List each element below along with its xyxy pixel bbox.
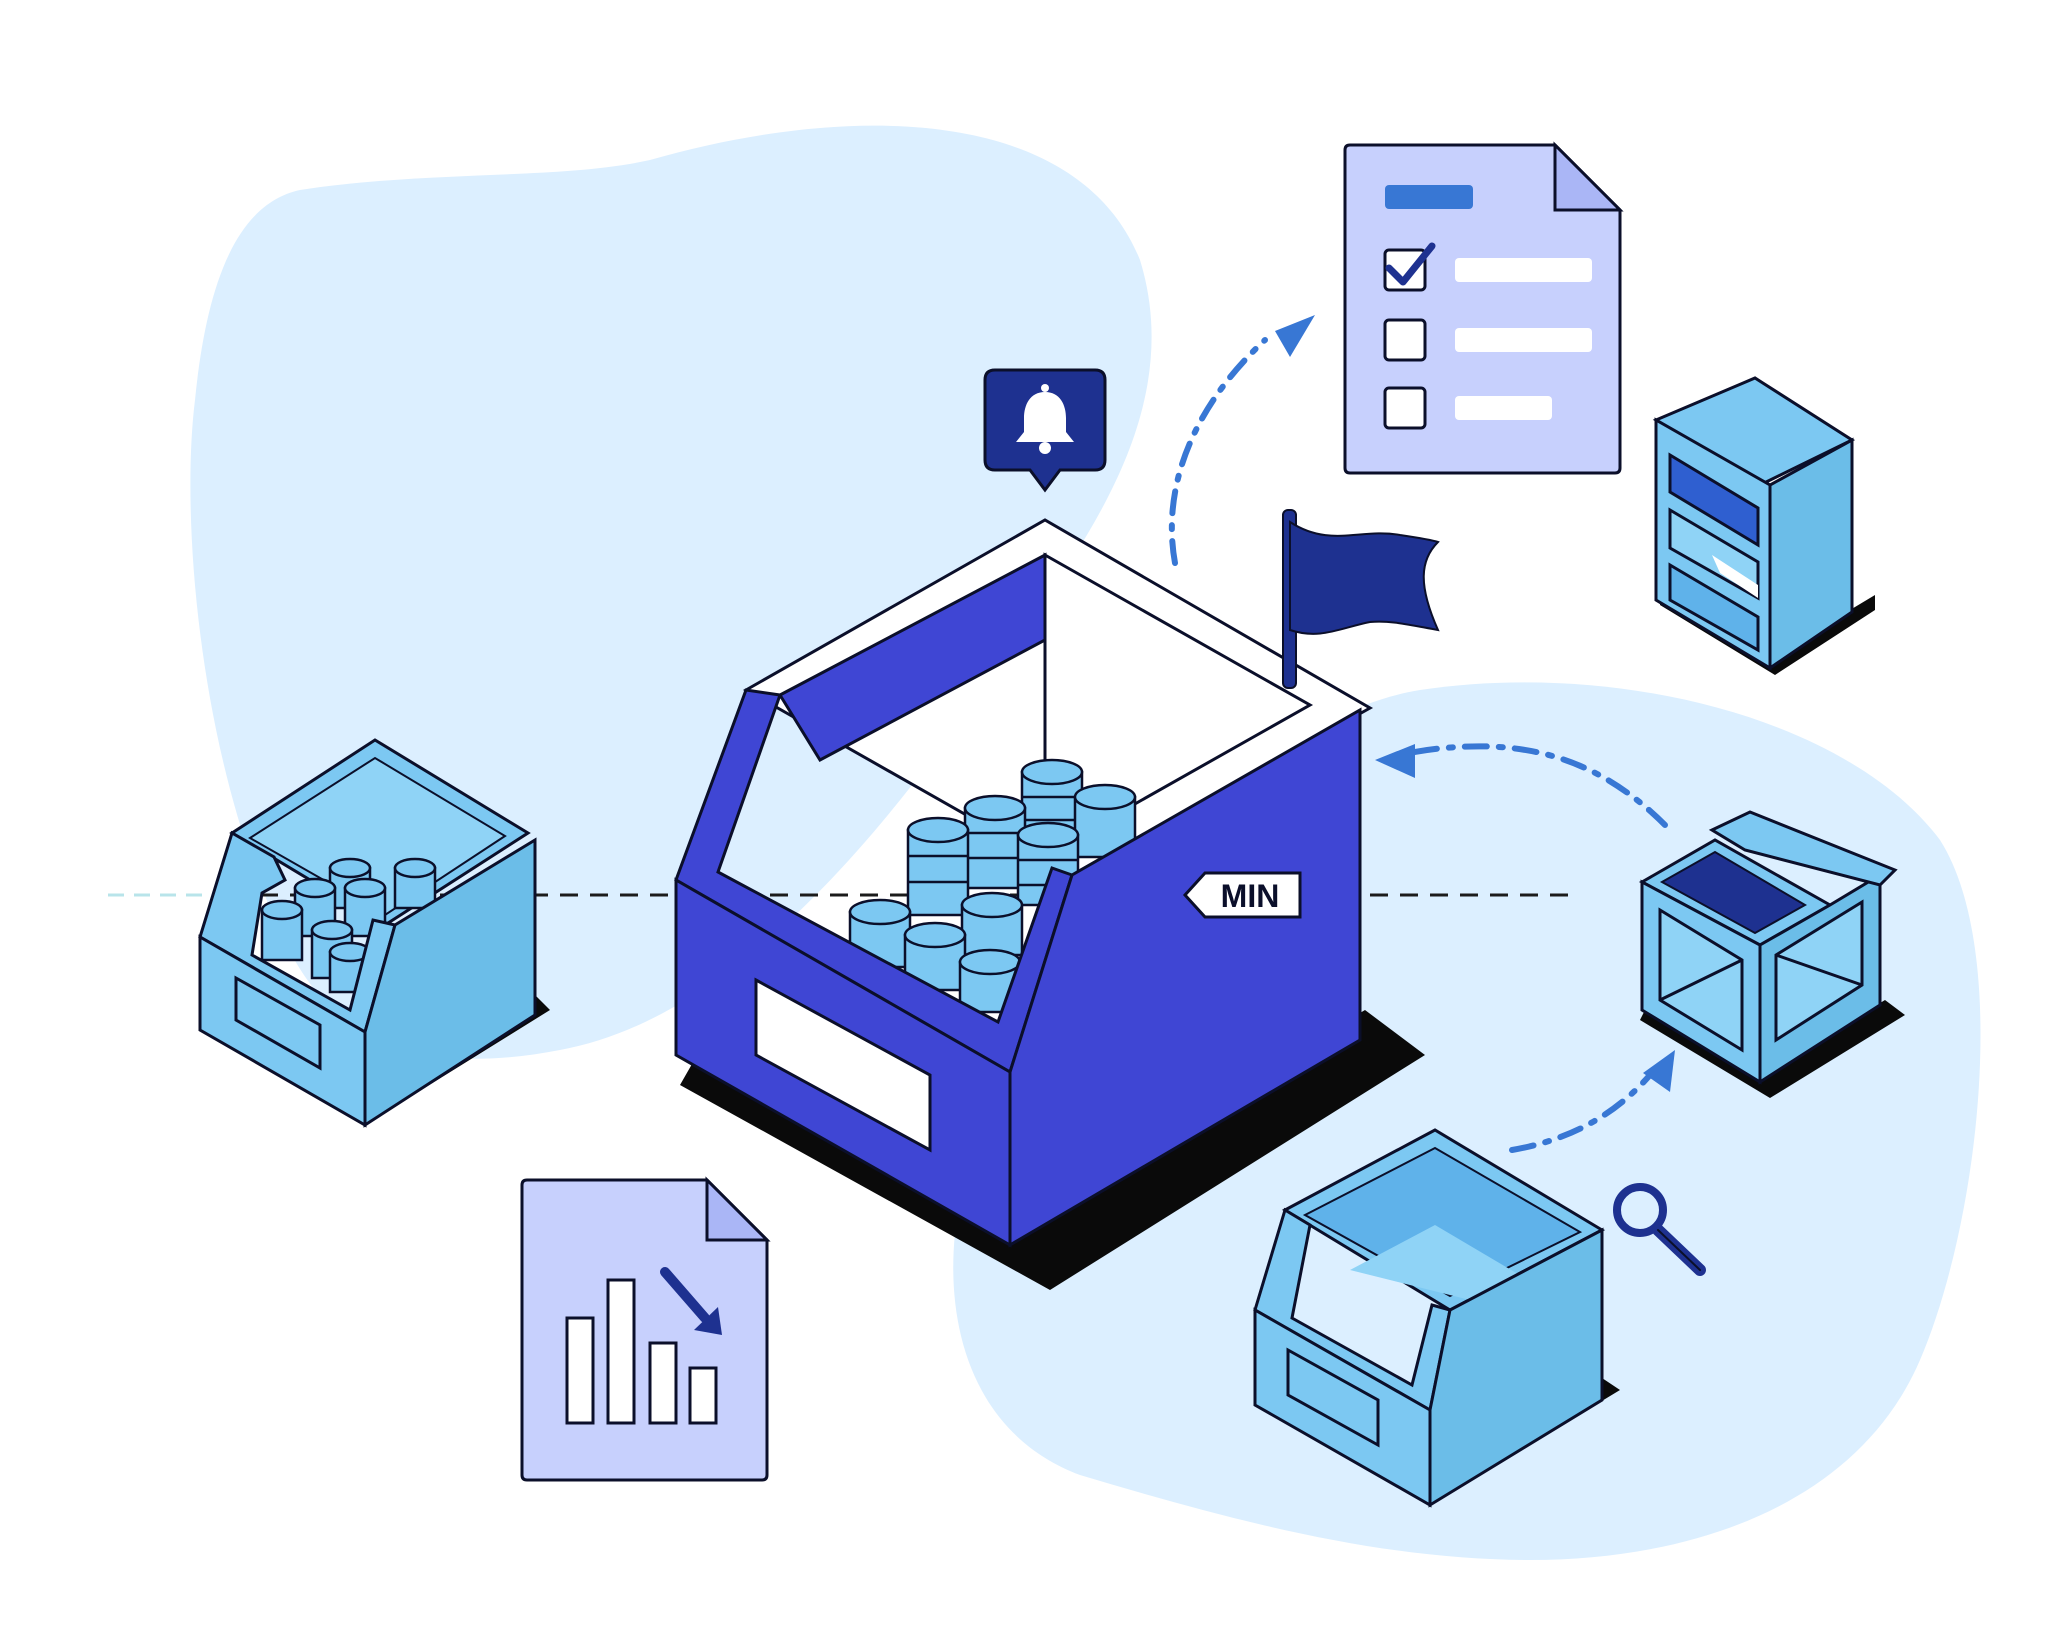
shelf-compartments: [1668, 452, 1760, 653]
flag-cloth: [1289, 520, 1440, 635]
empty-bin-side: [1428, 1227, 1604, 1508]
checklist-line-1: [1455, 258, 1592, 282]
left-bin-side: [363, 837, 537, 1128]
empty-bin-label: [1286, 1347, 1380, 1448]
min-marker-label: MIN: [1221, 878, 1280, 914]
open-crate-frame: [1658, 899, 1864, 1053]
central-bin-side: [1008, 707, 1362, 1248]
flag-icon: [1282, 509, 1440, 689]
arrowhead-central-bin: [1375, 744, 1415, 778]
arrow-bin-to-checklist: [1168, 337, 1268, 566]
central-bin-label: [754, 977, 932, 1153]
left-bin-stock: [260, 857, 437, 994]
arrow-empty-bin-to-crate: [1509, 1072, 1653, 1153]
min-marker-tag: [1182, 871, 1302, 919]
down-arrow-icon: [660, 1267, 722, 1335]
open-crate-icon: [1638, 810, 1905, 1098]
left-bin-label: [234, 975, 322, 1071]
checklist-document-icon: [1343, 141, 1624, 475]
magnifier-handle-outline: [1657, 1229, 1701, 1271]
bell-icon: [1016, 384, 1074, 454]
report-bars: [565, 1278, 718, 1425]
empty-bin: [1253, 1128, 1620, 1508]
empty-bin-inner-floor: [1350, 1225, 1545, 1300]
check-icon: [1385, 242, 1436, 286]
open-crate-opening: [1659, 850, 1808, 935]
left-bin: [198, 738, 550, 1128]
shelf-icon: [1652, 376, 1875, 675]
checklist-line-2: [1455, 328, 1592, 352]
checklist-checkbox-2: [1383, 318, 1427, 362]
arrowhead-checklist: [1275, 315, 1315, 357]
magnifier-lens: [1613, 1183, 1667, 1237]
magnifier-icon: [1613, 1183, 1706, 1276]
checklist-checkbox-1: [1383, 248, 1427, 292]
arrowhead-crate: [1643, 1050, 1675, 1092]
report-document-fold: [705, 1176, 771, 1242]
shelf-side: [1768, 437, 1854, 671]
checklist-document-fold: [1553, 141, 1624, 212]
flow-arrowheads: [1275, 315, 1675, 1092]
bell-notification-badge: [983, 368, 1107, 493]
downtrend-report-icon: [520, 1176, 771, 1482]
arrow-crate-to-central-bin: [1385, 743, 1668, 828]
checklist-line-3: [1455, 396, 1552, 420]
open-crate-lid: [1708, 810, 1898, 887]
checklist-header-bar: [1385, 185, 1473, 209]
checklist-checkbox-3: [1383, 386, 1427, 430]
central-bin: [674, 518, 1425, 1290]
flow-arrows: [1168, 337, 1668, 1153]
min-marker: MIN: [1182, 871, 1302, 919]
